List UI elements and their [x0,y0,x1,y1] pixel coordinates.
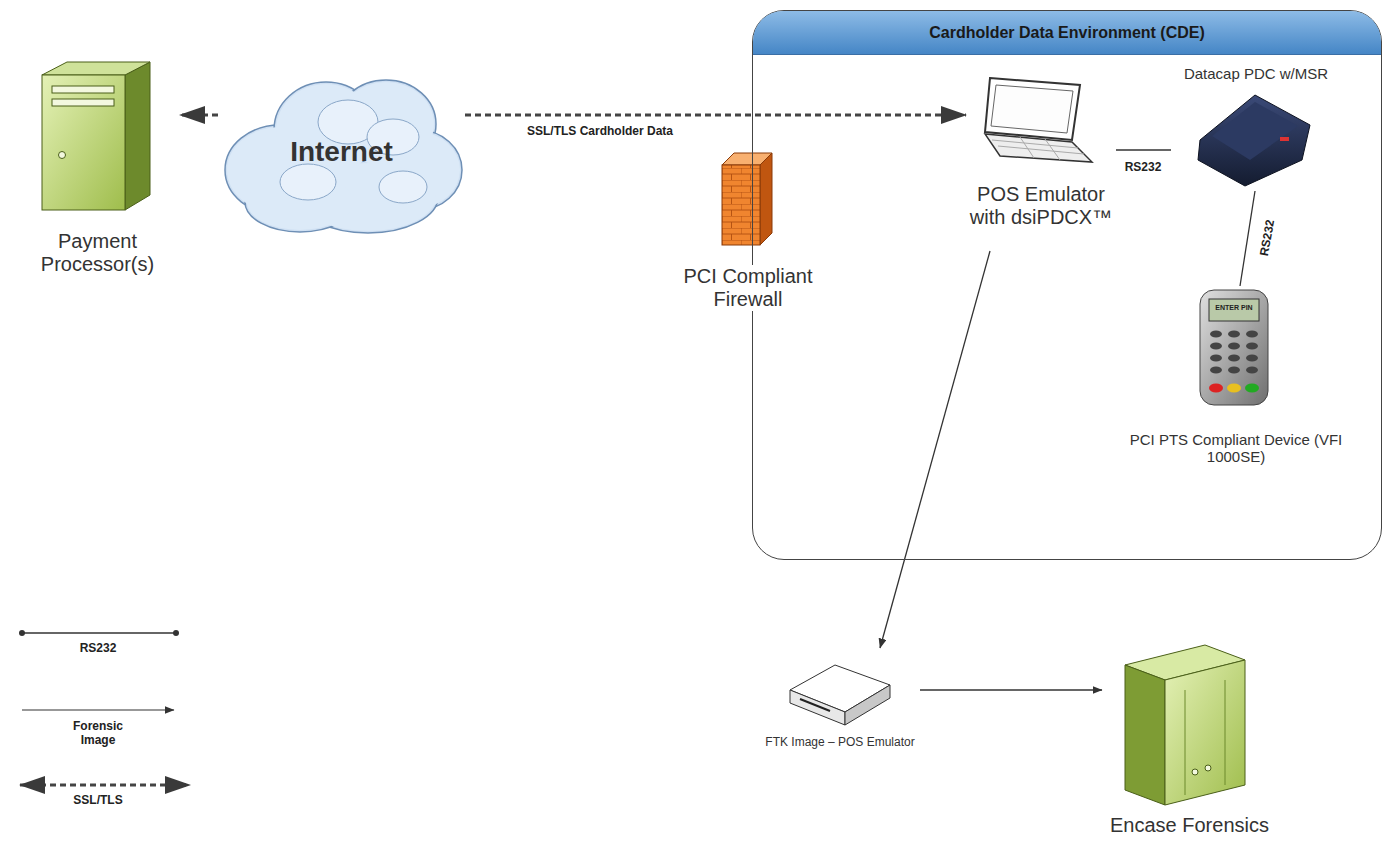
legend-sample [173,630,179,636]
node-label: PCI PTS Compliant Device (VFI 1000SE) [1126,431,1346,466]
server-rack-icon [1125,665,1165,805]
laptop-icon [985,78,1080,140]
legend-sample [20,784,190,787]
node-label: Encase Forensics [1110,814,1269,837]
legend-label: RS232 [58,642,138,656]
image-arrow [920,689,1102,690]
server-icon [42,62,150,75]
legend-label: Forensic Image [63,720,133,748]
pin-pad-icon [1245,384,1259,393]
legend-sample [22,632,176,634]
image-arrow [880,251,990,648]
firewall-icon [722,165,760,245]
serial-line [1116,149,1171,150]
cloud-shape [280,164,336,200]
firewall-icon [722,153,772,165]
server-icon [59,152,66,159]
laptop-icon [991,85,1073,133]
pin-pad-icon [1228,367,1240,374]
server-icon [125,62,150,210]
server-rack-icon [1205,765,1211,771]
card-reader-icon [1212,102,1298,160]
server-icon [42,62,150,210]
cloud-node: Internet [218,62,465,240]
connector-label: SSL/TLS Cardholder Data [524,125,676,139]
connector-label: RS232 [1122,161,1165,175]
pin-pad-icon [1200,290,1268,405]
pin-pad-node: PCI PTS Compliant Device (VFI 1000SE) [1126,286,1346,481]
appliance-node: FTK Image – POS Emulator [760,648,920,756]
firewall-icon [760,153,772,245]
pin-pad-icon [1227,384,1241,393]
node-label: FTK Image – POS Emulator [765,736,914,750]
appliance-icon [800,699,830,711]
laptop-icon [992,137,1084,160]
pin-pad-icon [1246,331,1258,338]
laptop-node: POS Emulator with dsiPDCX™ [966,73,1116,251]
card-reader-node: Datacap PDC w/MSR [1171,63,1341,191]
server-rack-icon [1125,645,1245,805]
ssl-arrow [180,114,218,117]
node-label: Payment Processor(s) [15,230,180,276]
firewall-node: PCI Compliant Firewall [660,150,836,325]
pin-pad-icon [1228,343,1240,350]
laptop-icon [985,78,1092,162]
node-label: Datacap PDC w/MSR [1184,65,1328,82]
pin-pad-icon [1246,343,1258,350]
server-rack-icon [1192,769,1198,775]
zone-box: Cardholder Data Environment (CDE) POS Emu… [752,10,1382,560]
server-icon [52,99,114,106]
appliance-icon [790,665,890,725]
legend-sample [19,630,190,785]
legend-sample [19,630,25,636]
node-label: PCI Compliant Firewall [660,265,836,311]
pin-pad-icon [1246,355,1258,362]
zone-title: Cardholder Data Environment (CDE) [753,11,1381,55]
server-rack-node: Encase Forensics [1102,636,1277,842]
server-rack-icon [1185,680,1225,795]
pin-pad-icon [1246,367,1258,374]
screen-text: ENTER PIN [1215,304,1252,312]
legend-sample [22,709,174,710]
cloud-shape [379,171,427,203]
firewall-icon [722,153,772,245]
card-reader-icon [1198,95,1310,186]
server-icon [52,86,114,93]
pin-pad-icon [1228,331,1240,338]
legend-label: SSL/TLS [58,794,138,808]
pin-pad-icon [1210,343,1222,350]
server-node: Payment Processor(s) [15,55,180,280]
pin-pad-icon [1209,299,1259,321]
card-reader-icon [1280,137,1289,141]
pin-pad-icon [1210,331,1222,338]
card-reader-icon [1198,95,1310,186]
appliance-icon [790,690,845,725]
pin-pad-icon [1228,355,1240,362]
laptop-icon [985,134,1092,162]
node-label: Internet [290,136,393,168]
server-icon [42,75,125,210]
pin-pad-icon [1209,384,1223,393]
connector-label: RS232 [1257,216,1278,260]
appliance-icon [845,685,890,725]
pin-pad-icon [1210,355,1222,362]
node-label: POS Emulator with dsiPDCX™ [966,183,1116,229]
pin-pad-icon [1210,367,1222,374]
server-rack-icon [1165,660,1245,805]
serial-line [1240,191,1255,286]
ssl-arrow [465,114,966,117]
pin-pad-icon [1200,290,1268,405]
